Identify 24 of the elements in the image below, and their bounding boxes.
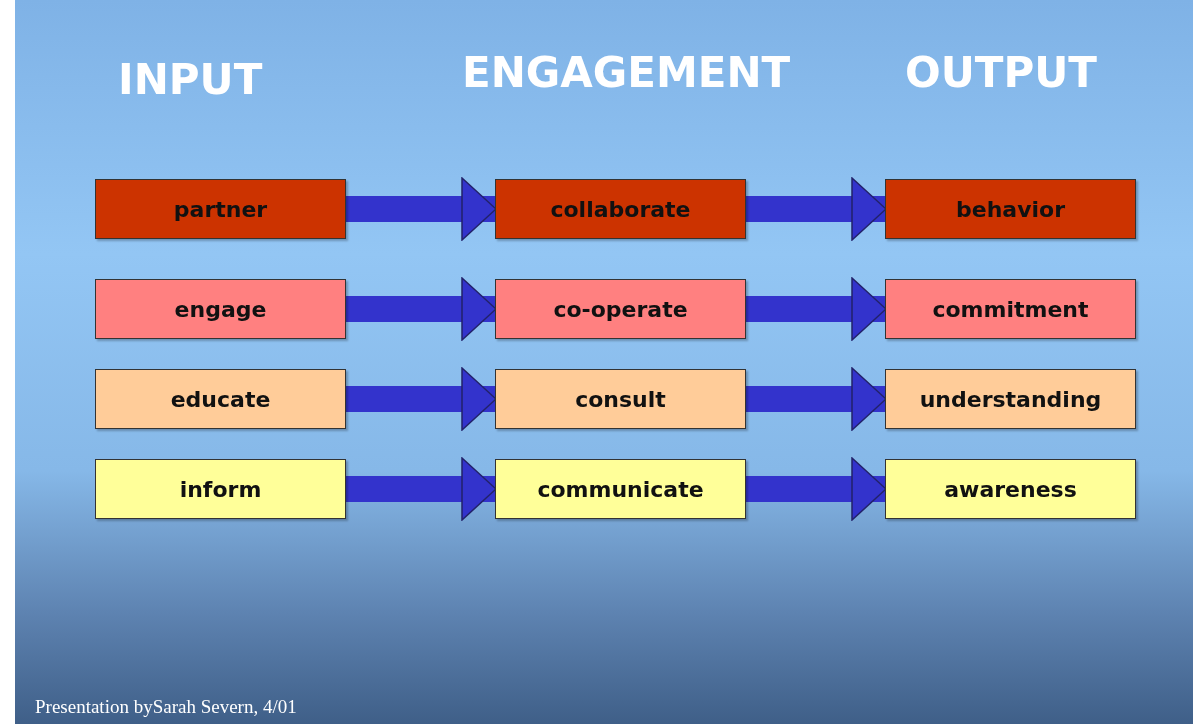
process-box: co-operate xyxy=(495,279,746,339)
column-heading: ENGAGEMENT xyxy=(462,48,791,97)
column-heading: OUTPUT xyxy=(905,48,1097,97)
block-arrow xyxy=(346,277,497,341)
block-arrow xyxy=(346,457,497,521)
block-arrow xyxy=(346,367,497,431)
column-heading: INPUT xyxy=(118,55,263,104)
process-box: behavior xyxy=(885,179,1136,239)
block-arrow xyxy=(746,367,887,431)
process-box: inform xyxy=(95,459,346,519)
process-box: partner xyxy=(95,179,346,239)
process-box: understanding xyxy=(885,369,1136,429)
block-arrow xyxy=(346,177,497,241)
process-box: communicate xyxy=(495,459,746,519)
block-arrow xyxy=(746,277,887,341)
process-box: awareness xyxy=(885,459,1136,519)
process-box: commitment xyxy=(885,279,1136,339)
footer-note: Presentation bySarah Severn, 4/01 xyxy=(35,696,297,718)
block-arrow xyxy=(746,457,887,521)
process-box: collaborate xyxy=(495,179,746,239)
process-box: engage xyxy=(95,279,346,339)
process-box: educate xyxy=(95,369,346,429)
process-box: consult xyxy=(495,369,746,429)
block-arrow xyxy=(746,177,887,241)
